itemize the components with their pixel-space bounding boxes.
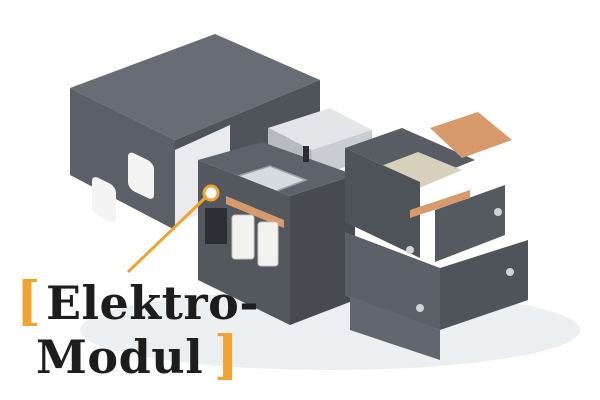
drawer-2: [435, 185, 505, 262]
label-bracket-open: [: [16, 271, 41, 332]
bed-box-cutout: [128, 152, 154, 199]
water-tank: [257, 221, 279, 267]
drawer-handle: [494, 208, 502, 216]
module-label: [ Elektro- Modul ]: [14, 272, 274, 392]
drawer-handle: [406, 246, 414, 254]
water-tank: [231, 214, 255, 260]
drawer-4: [350, 296, 440, 360]
sink-module-side: [290, 175, 355, 325]
faucet: [303, 146, 309, 162]
fridge-drawer-front: [345, 148, 420, 258]
wood-board: [430, 112, 512, 158]
wood-trim: [410, 190, 470, 218]
leader-line: [126, 196, 207, 274]
label-bracket-close: ]: [214, 325, 239, 386]
bed-box-top: [70, 34, 320, 140]
battery: [205, 208, 227, 244]
steel-box-top: [268, 108, 372, 150]
wood-edge: [226, 196, 284, 228]
elektro-marker: [202, 184, 220, 202]
label-line-2: Modul: [36, 330, 204, 384]
drawer-1: [345, 232, 440, 330]
drawer-handle: [506, 268, 514, 276]
drawer-3: [440, 240, 528, 330]
bed-box-cutout: [92, 177, 116, 223]
drawer-handle: [416, 304, 424, 312]
label-line-1: Elektro-: [46, 276, 259, 330]
